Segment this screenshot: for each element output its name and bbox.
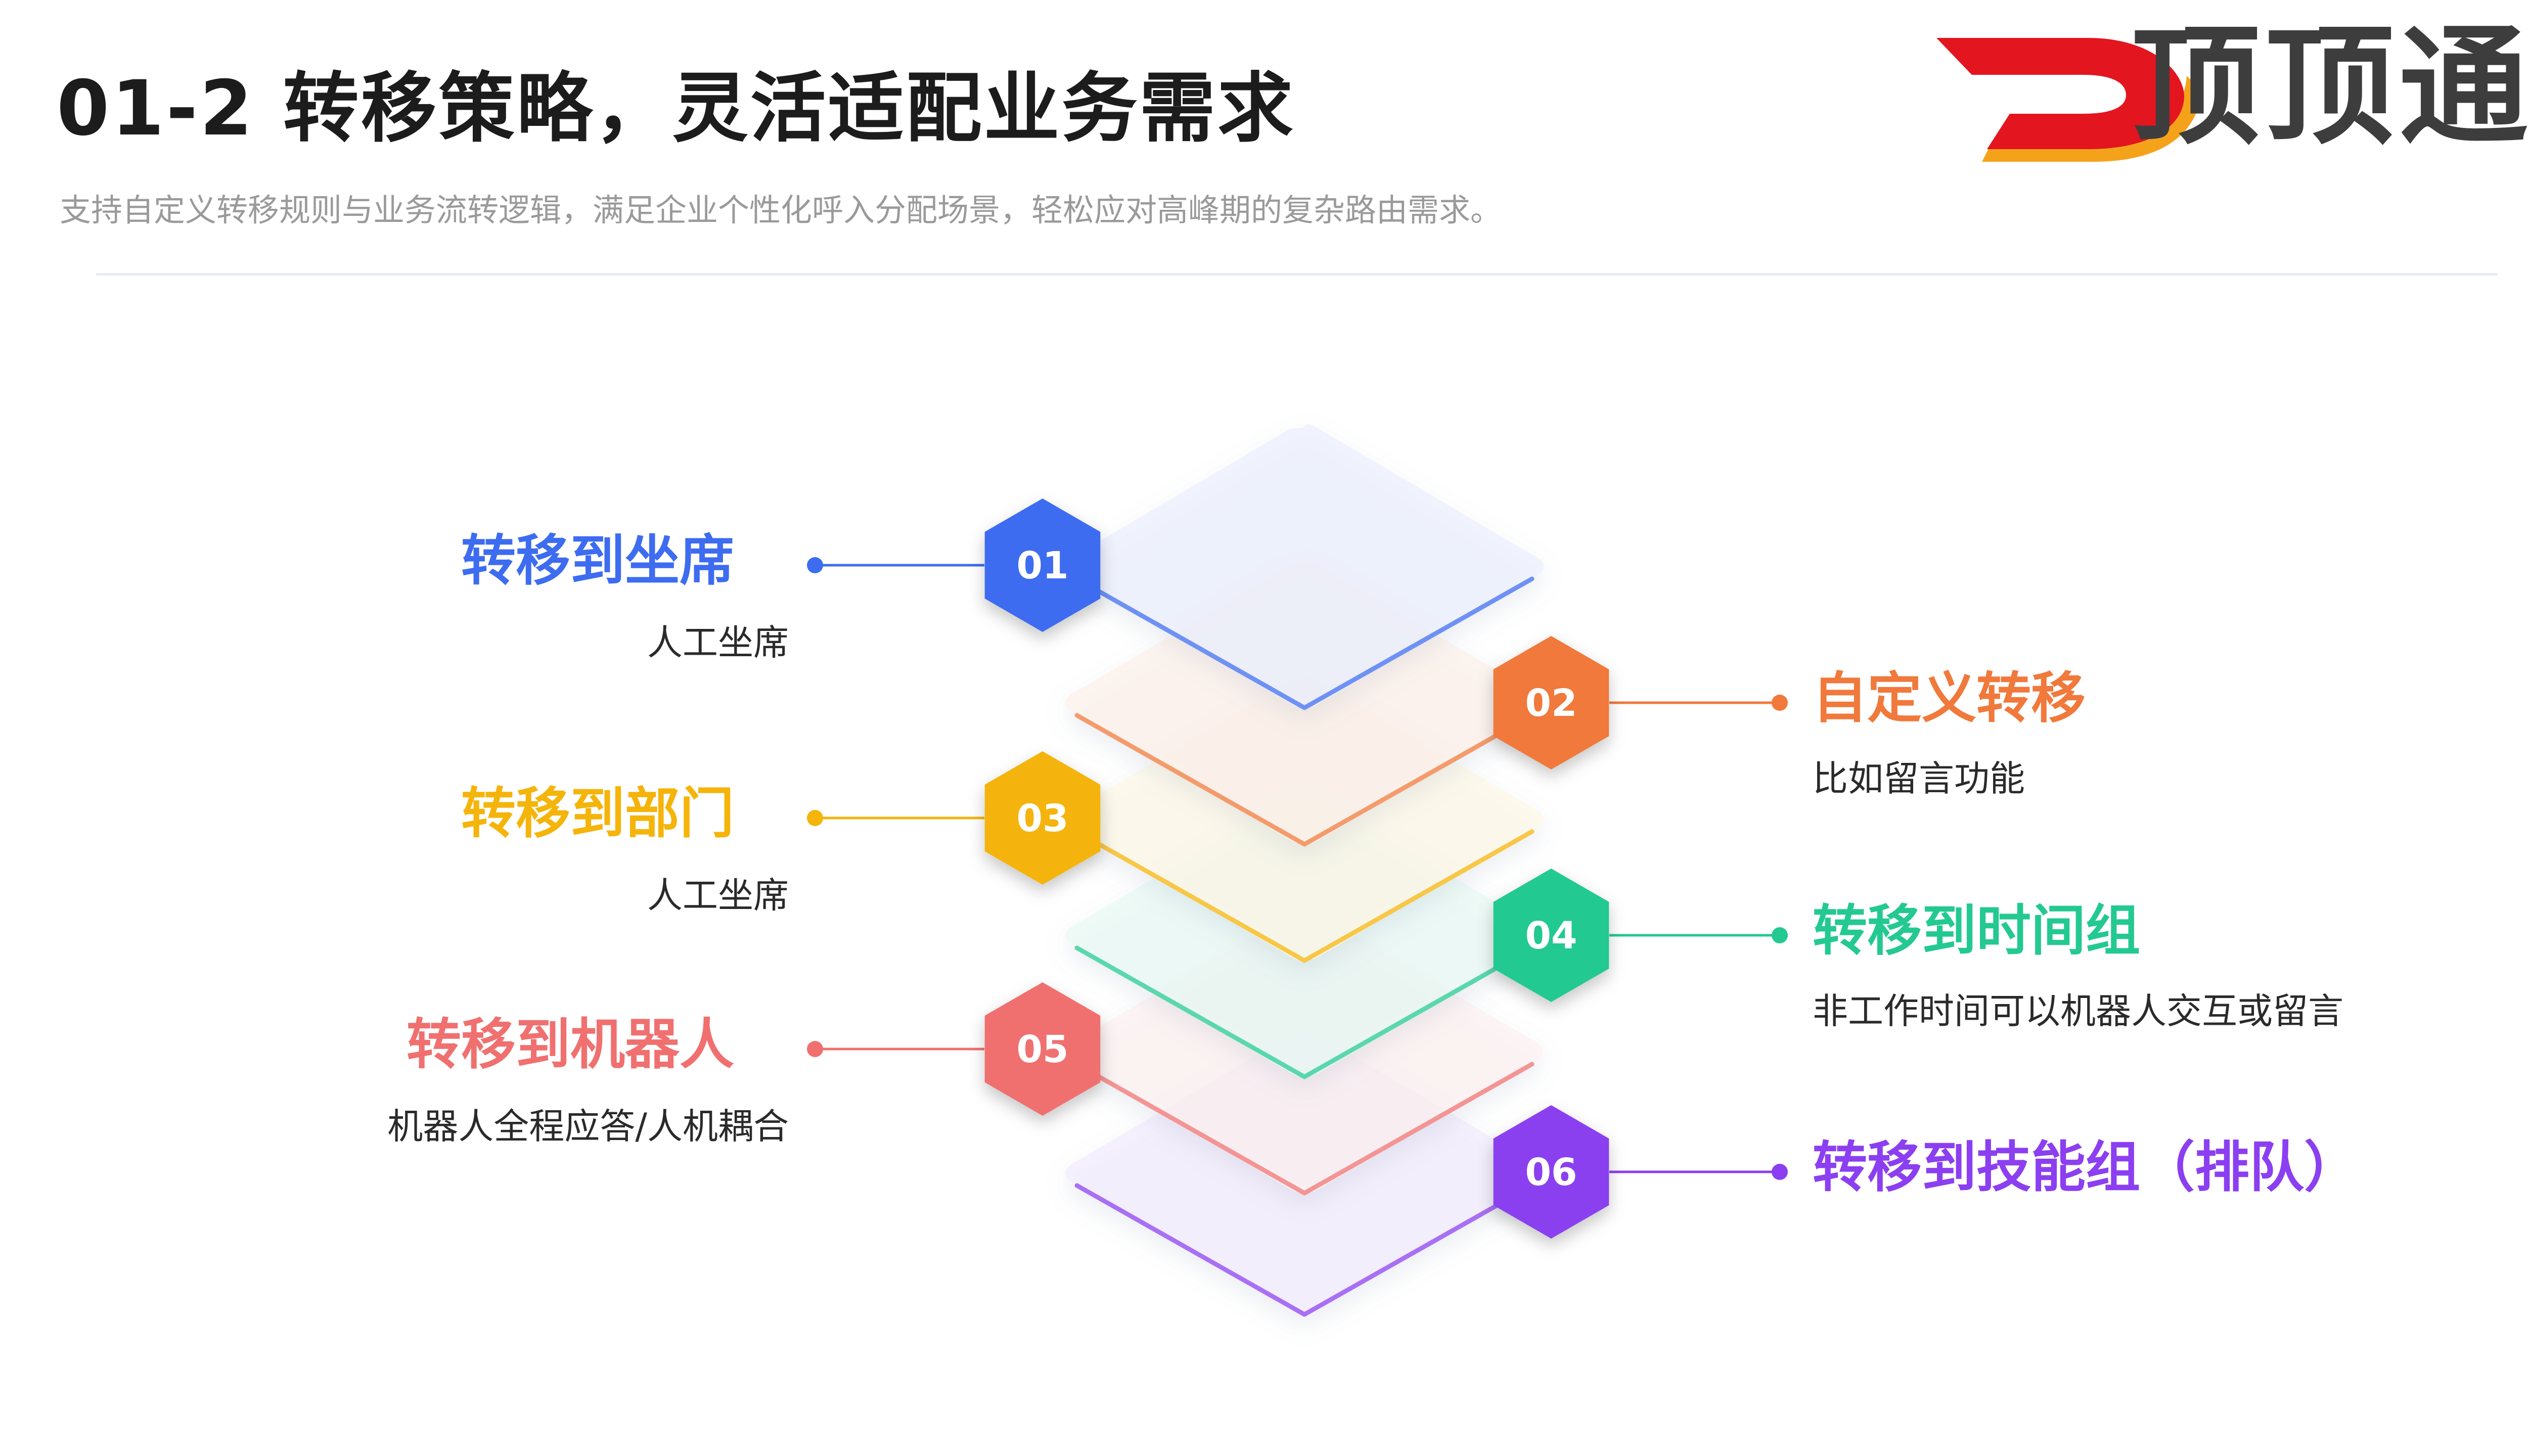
logo-accent-shape — [1982, 76, 2202, 162]
layer-01-face — [1065, 424, 1544, 708]
badge-hexagon-04 — [1493, 869, 1609, 1002]
badge-number-01: 01 — [1017, 544, 1069, 587]
number-badges: 01 02 03 04 05 06 — [984, 498, 1609, 1239]
step-desc-04: 非工作时间可以机器人交互或留言 — [1813, 990, 2343, 1032]
layer-03-edge — [1074, 829, 1534, 963]
badge-number-03: 03 — [1017, 797, 1069, 840]
step-desc-02: 比如留言功能 — [1813, 758, 2025, 799]
connector-dot-06 — [1772, 1164, 1788, 1180]
layer-05-edge — [1074, 1062, 1534, 1196]
badge-hexagon-02 — [1493, 636, 1609, 769]
badge-04: 04 — [1493, 869, 1609, 1002]
badge-number-02: 02 — [1525, 681, 1577, 725]
badge-hexagon-03 — [984, 751, 1101, 885]
badge-02: 02 — [1493, 636, 1609, 769]
badge-hexagon-01 — [984, 498, 1101, 632]
badge-hexagon-05 — [984, 982, 1101, 1116]
brand-name: 顶顶通 — [2131, 12, 2528, 162]
step-title-03: 转移到部门 — [461, 782, 734, 845]
step-title-04: 转移到时间组 — [1813, 899, 2141, 963]
connector-dot-01 — [807, 557, 823, 573]
connector-dot-03 — [807, 810, 823, 826]
connector-dot-04 — [1772, 927, 1788, 943]
step-title-02: 自定义转移 — [1813, 667, 2086, 730]
badge-01: 01 — [984, 498, 1101, 632]
connector-lines — [807, 557, 1788, 1180]
badge-03: 03 — [984, 751, 1101, 885]
badge-number-06: 06 — [1525, 1151, 1577, 1194]
brand-logo-icon — [1936, 38, 2202, 162]
step-desc-01: 人工坐席 — [647, 622, 789, 663]
badge-05: 05 — [984, 982, 1101, 1116]
layer-01 — [1065, 424, 1544, 710]
layer-02-edge — [1074, 713, 1534, 847]
connector-dot-02 — [1772, 695, 1788, 711]
step-desc-05: 机器人全程应答/人机耦合 — [387, 1106, 789, 1147]
layer-06-edge — [1074, 1183, 1534, 1317]
step-title-06: 转移到技能组（排队） — [1813, 1136, 2359, 1199]
step-title-05: 转移到机器人 — [406, 1013, 734, 1076]
layer-04-edge — [1074, 945, 1534, 1079]
page-title: 01-2 转移策略，灵活适配业务需求 — [57, 65, 1295, 153]
connector-dot-05 — [807, 1041, 823, 1057]
page-subtitle: 支持自定义转移规则与业务流转逻辑，满足企业个性化呼入分配场景，轻松应对高峰期的复… — [60, 192, 1502, 229]
badge-number-04: 04 — [1525, 914, 1577, 958]
badge-number-05: 05 — [1017, 1028, 1069, 1071]
badge-06: 06 — [1493, 1105, 1609, 1239]
logo-d-shape — [1936, 38, 2184, 149]
layer-01-edge — [1074, 576, 1534, 710]
step-desc-03: 人工坐席 — [647, 875, 789, 916]
header-divider — [96, 273, 2498, 276]
step-title-01: 转移到坐席 — [461, 529, 734, 593]
layer-stack — [1065, 424, 1544, 1317]
badge-hexagon-06 — [1493, 1105, 1609, 1239]
